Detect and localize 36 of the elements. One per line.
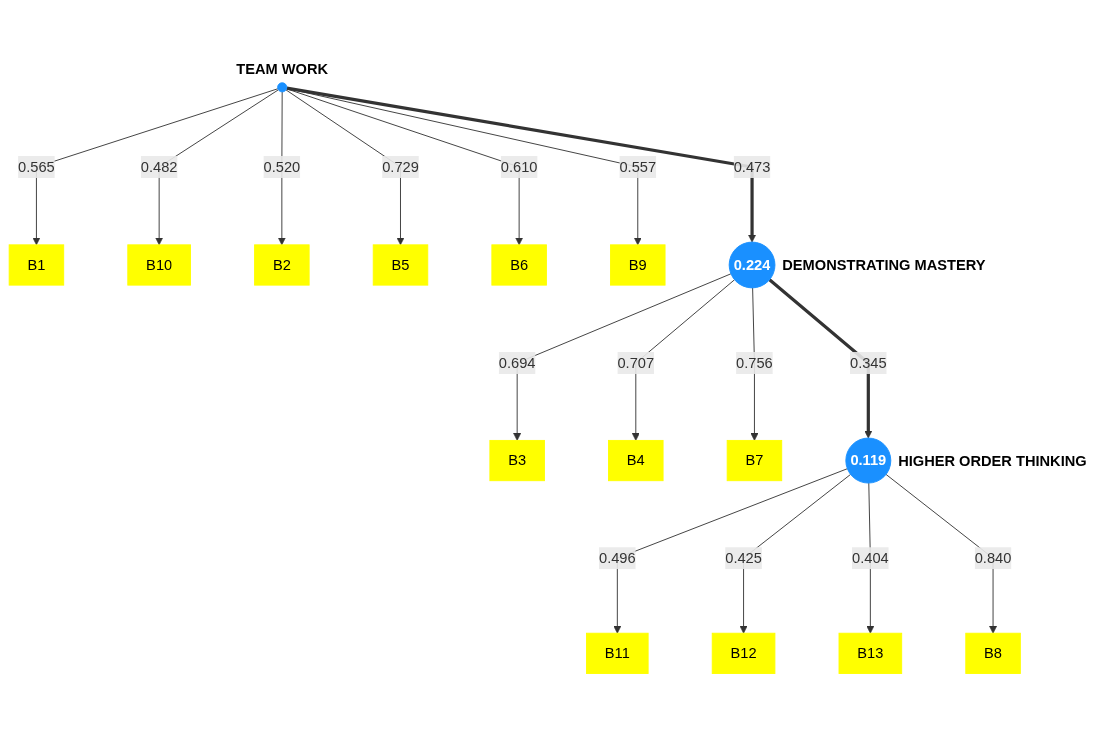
node-box: B3 (489, 439, 545, 482)
node-box: B7 (726, 439, 783, 482)
node-box: B5 (372, 244, 429, 286)
edge-label: 0.557 (619, 158, 657, 175)
arrow (286, 86, 757, 243)
arrow (768, 278, 873, 439)
edge-label: 0.404 (852, 549, 889, 566)
construct-name: DEMONSTRATING MASTERY (782, 257, 986, 274)
node-box: B10 (127, 244, 191, 286)
node-box: B12 (711, 632, 776, 674)
edge-label: 0.729 (382, 158, 419, 175)
edge-label: 0.565 (18, 158, 55, 175)
node-box: B2 (254, 244, 310, 286)
node-box: B9 (610, 244, 666, 286)
edge-label: 0.694 (498, 354, 536, 371)
node-box: B1 (8, 244, 65, 286)
node-box: B13 (838, 632, 903, 674)
node-box: B4 (608, 439, 664, 482)
node-box: B8 (965, 632, 1021, 674)
node-circle: 0.119 (845, 437, 892, 484)
edge-label: 0.756 (736, 354, 773, 371)
edge-label: 0.482 (140, 158, 178, 175)
edge-label: 0.496 (599, 549, 636, 566)
node-box: B11 (586, 632, 649, 674)
edge-label: 0.425 (725, 549, 762, 566)
construct-name: TEAM WORK (236, 60, 329, 77)
edge-label: 0.707 (617, 354, 655, 371)
node-circle: 0.224 (728, 241, 776, 289)
edge-label: 0.473 (733, 158, 771, 175)
edge-label: 0.610 (500, 158, 538, 175)
edge-label: 0.840 (974, 549, 1012, 566)
edge-label: 0.345 (849, 354, 887, 371)
node-box: B6 (491, 244, 547, 286)
construct-name: HIGHER ORDER THINKING (898, 453, 1087, 470)
node-circle (277, 82, 288, 93)
edge-label: 0.520 (263, 158, 301, 175)
